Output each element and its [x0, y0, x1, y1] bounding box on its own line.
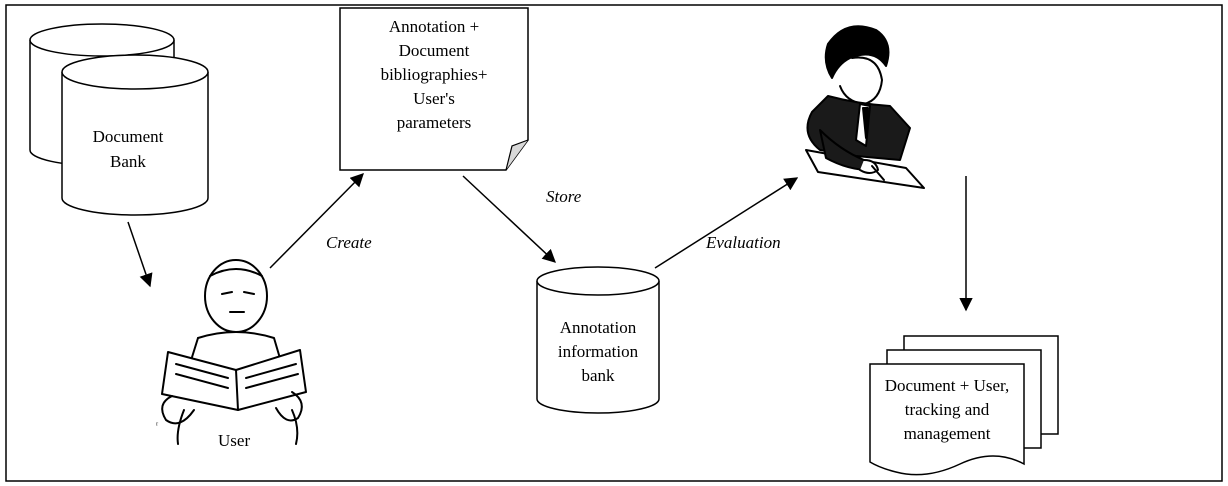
annotation-bank-cylinder: [536, 266, 660, 414]
output-doc-line-2: tracking and: [905, 400, 990, 419]
annotation-bank-label-1: Annotation: [560, 318, 637, 337]
user-reading-figure: [161, 259, 307, 445]
document-bank-label-2: Bank: [110, 152, 146, 171]
document-bank-label-1: Document: [93, 127, 164, 146]
annotation-note-line-2: Document: [399, 41, 470, 60]
document-bank-cylinder: [29, 23, 209, 216]
evaluation-label: Evaluation: [705, 233, 781, 252]
arrow-bank-to-user: [127, 221, 153, 288]
user-figure-mark: ʳ: [156, 420, 159, 431]
store-label: Store: [546, 187, 582, 206]
output-doc-line-3: management: [904, 424, 991, 443]
annotation-note-shape: [339, 7, 529, 171]
arrow-note-to-bank: [462, 175, 556, 263]
diagram-frame: [5, 4, 1223, 482]
output-document-stack: [869, 335, 1059, 476]
annotation-note-line-4: User's: [413, 89, 455, 108]
annotation-note-line-1: Annotation +: [389, 17, 479, 36]
create-label: Create: [326, 233, 372, 252]
annotation-bank-label-2: information: [558, 342, 639, 361]
annotation-note-line-3: bibliographies+: [381, 65, 488, 84]
annotation-bank-label-3: bank: [581, 366, 615, 385]
evaluator-figure: [805, 25, 925, 189]
arrow-bank-to-evaluator: [654, 177, 799, 269]
user-label: User: [218, 431, 250, 450]
arrow-user-to-note: [269, 173, 364, 269]
output-doc-line-1: Document + User,: [885, 376, 1010, 395]
annotation-note-line-5: parameters: [397, 113, 472, 132]
